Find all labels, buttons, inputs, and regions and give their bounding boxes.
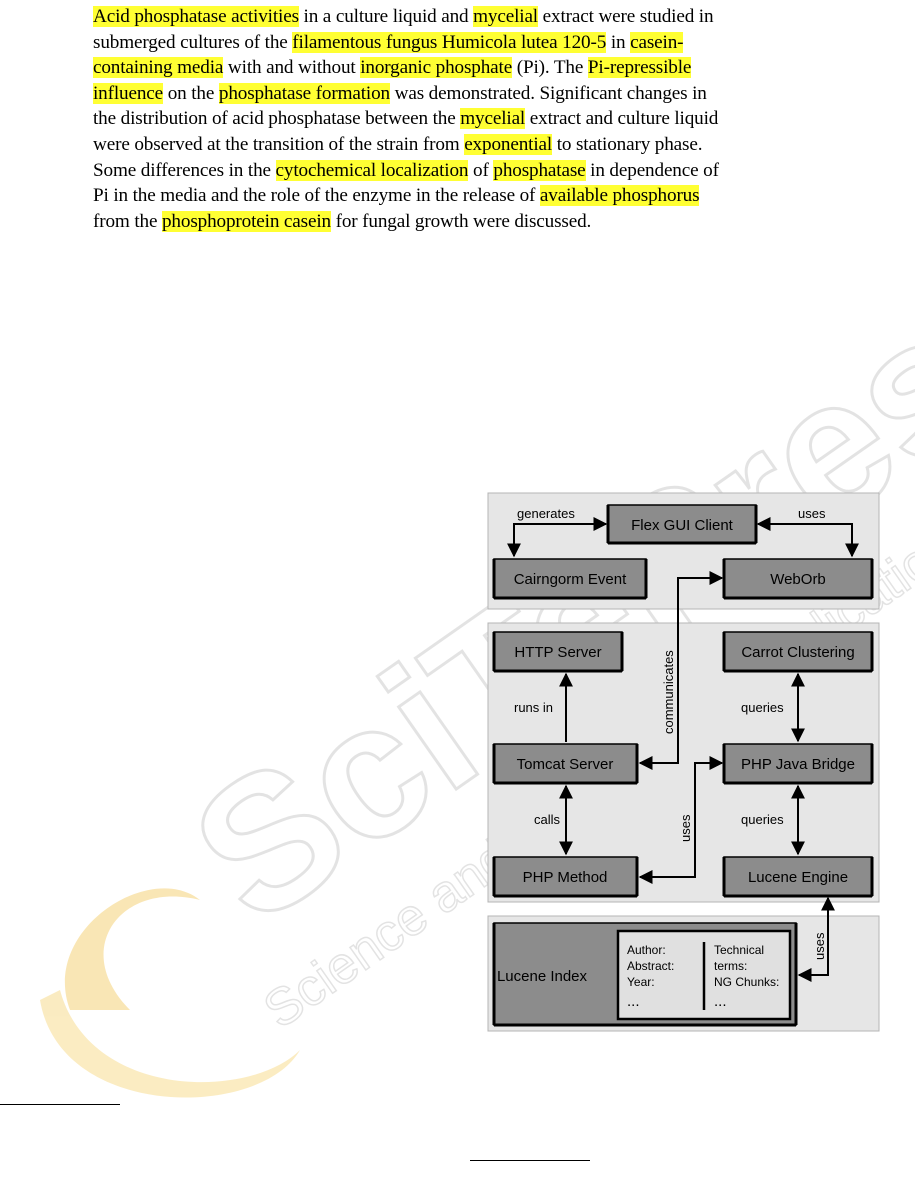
abstract-text: in dependence of (585, 159, 719, 181)
abstract-text: was demonstrated. Significant changes in (389, 82, 707, 104)
index-field-more-right: ... (714, 993, 727, 1010)
index-field-abstract: Abstract: (627, 959, 674, 973)
abstract-text: on the (163, 82, 219, 104)
abstract-text: for fungal growth were discussed. (330, 210, 592, 232)
label-queries-top: queries (741, 700, 784, 715)
abstract-text: from the (93, 210, 162, 232)
http-server-label: HTTP Server (514, 644, 601, 661)
flex-gui-client-box: Flex GUI Client (606, 504, 758, 545)
abstract-text: extract and culture liquid (525, 108, 719, 130)
abstract-line: containing media with and without inorga… (93, 55, 833, 81)
php-java-bridge-box: PHP Java Bridge (722, 743, 874, 785)
index-field-year: Year: (627, 975, 655, 989)
bottom-rule (470, 1160, 590, 1161)
php-method-label: PHP Method (523, 869, 608, 886)
abstract-line: from the phosphoprotein casein for funga… (93, 209, 833, 235)
highlighted-term: inorganic phosphate (360, 57, 513, 79)
carrot-clustering-label: Carrot Clustering (741, 644, 854, 661)
lucene-index-box: Lucene Index (492, 922, 798, 1027)
label-uses-bottom: uses (812, 932, 827, 960)
highlighted-term: available phosphorus (539, 185, 700, 207)
highlighted-term: mycelial (460, 108, 526, 130)
abstract-text: (Pi). The (512, 57, 588, 79)
arrow-uses-bottom (797, 896, 835, 982)
abstract-line: submerged cultures of the filamentous fu… (93, 30, 833, 56)
abstract-text: in a culture liquid and (298, 6, 474, 27)
abstract-text: to stationary phase. (552, 133, 703, 155)
highlighted-term: Acid phosphatase activities (93, 6, 299, 27)
abstract-text: Pi in the media and the role of the enzy… (93, 185, 540, 207)
label-uses-top: uses (798, 506, 826, 521)
abstract-text: in (606, 31, 631, 53)
label-runs-in: runs in (514, 700, 553, 715)
index-field-terms: terms: (714, 959, 747, 973)
highlighted-term: cytochemical localization (275, 159, 469, 181)
highlighted-term: phosphoprotein casein (161, 210, 331, 232)
architecture-diagram: Flex GUI Client Cairngorm Event WebOrb H… (487, 492, 880, 1032)
lucene-engine-label: Lucene Engine (748, 869, 848, 886)
label-calls: calls (534, 812, 561, 827)
php-method-box: PHP Method (492, 856, 639, 898)
weborb-box: WebOrb (722, 558, 874, 600)
lucene-index-label: Lucene Index (497, 968, 588, 985)
arrow-generates (507, 517, 608, 558)
abstract-line: the distribution of acid phosphatase bet… (93, 106, 833, 132)
cairngorm-event-label: Cairngorm Event (514, 571, 627, 588)
abstract-text: Some differences in the (93, 159, 276, 181)
index-field-author: Author: (627, 943, 666, 957)
cairngorm-event-box: Cairngorm Event (492, 558, 648, 600)
arrow-uses-mid (638, 756, 724, 884)
abstract-text: extract were studied in (538, 6, 714, 27)
highlighted-term: filamentous fungus Humicola lutea 120-5 (292, 31, 607, 53)
abstract-paragraph: Acid phosphatase activities in a culture… (93, 4, 833, 234)
highlighted-term: phosphatase (493, 159, 586, 181)
abstract-line: Some differences in the cytochemical loc… (93, 158, 833, 184)
http-server-box: HTTP Server (492, 631, 624, 673)
abstract-text: the distribution of acid phosphatase bet… (93, 108, 461, 130)
abstract-text: of (468, 159, 494, 181)
tomcat-server-label: Tomcat Server (517, 756, 614, 773)
highlighted-term: Pi-repressible (587, 57, 692, 79)
carrot-clustering-box: Carrot Clustering (722, 631, 874, 673)
abstract-line: Acid phosphatase activities in a culture… (93, 4, 833, 30)
watermark-logo-icon (40, 888, 300, 1098)
highlighted-term: influence (93, 82, 164, 104)
highlighted-term: casein- (630, 31, 684, 53)
abstract-line: Pi in the media and the role of the enzy… (93, 183, 833, 209)
index-field-more-left: ... (627, 993, 640, 1010)
abstract-line: were observed at the transition of the s… (93, 132, 833, 158)
label-queries-bottom: queries (741, 812, 784, 827)
flex-gui-client-label: Flex GUI Client (631, 517, 734, 534)
highlighted-term: exponential (464, 133, 553, 155)
index-field-ng-chunks: NG Chunks: (714, 975, 779, 989)
highlighted-term: mycelial (473, 6, 538, 27)
abstract-text: submerged cultures of the (93, 31, 293, 53)
abstract-text: with and without (223, 57, 361, 79)
footnote-rule (0, 1104, 120, 1105)
abstract-line: influence on the phosphatase formation w… (93, 81, 833, 107)
tomcat-server-box: Tomcat Server (492, 743, 639, 785)
weborb-label: WebOrb (770, 571, 826, 588)
highlighted-term: containing media (93, 57, 224, 79)
index-field-technical: Technical (714, 943, 764, 957)
arrow-uses-top (756, 517, 859, 558)
abstract-text: were observed at the transition of the s… (93, 133, 465, 155)
php-java-bridge-label: PHP Java Bridge (741, 756, 855, 773)
label-uses-mid: uses (678, 814, 693, 842)
lucene-engine-box: Lucene Engine (722, 856, 874, 898)
label-communicates: communicates (661, 650, 676, 734)
label-generates: generates (517, 506, 575, 521)
highlighted-term: phosphatase formation (218, 82, 390, 104)
